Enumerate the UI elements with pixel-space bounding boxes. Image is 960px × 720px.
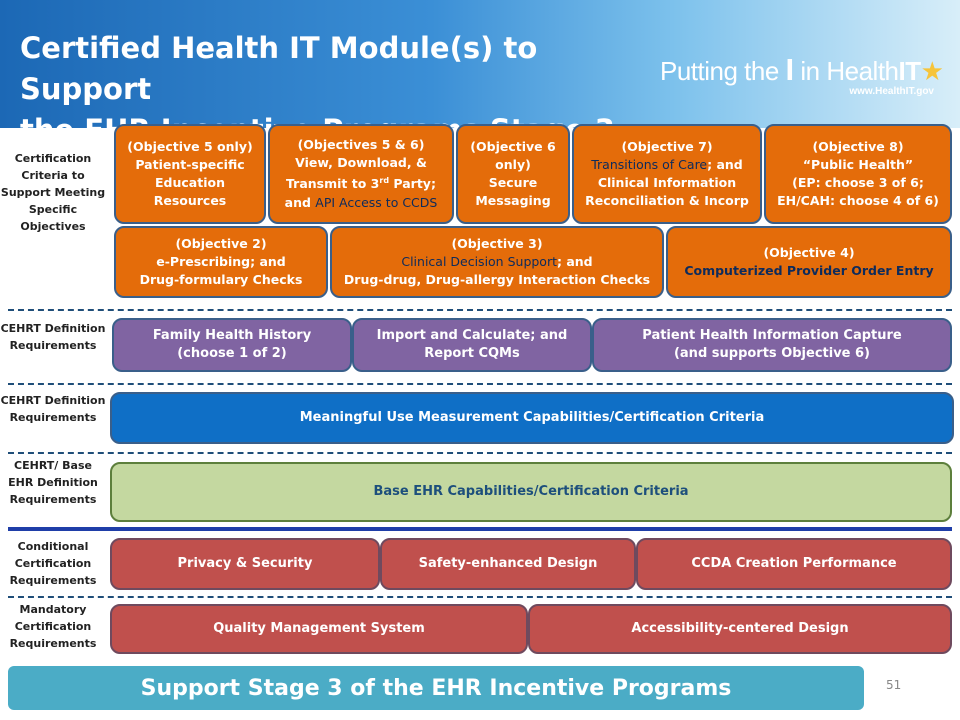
divider-dashed-3	[8, 452, 952, 454]
objective-2-line-3: Drug-formulary Checks	[139, 272, 303, 287]
objective-3-line-1: (Objective 3)	[451, 236, 543, 251]
logo-health: Health	[826, 56, 899, 86]
objectives-5-6-superscript: rd	[379, 176, 390, 186]
objectives-5-6-line-1: (Objectives 5 & 6)	[297, 137, 425, 153]
objective-5-line-2: Patient-specific	[135, 157, 245, 172]
objective-8-line-4: EH/CAH: choose 4 of 6)	[777, 193, 939, 208]
cqm-box: Import and Calculate; and Report CQMs	[352, 318, 592, 372]
patient-health-info-line-1: Patient Health Information Capture	[642, 328, 902, 343]
logo-prefix: Putting the	[660, 56, 786, 86]
objective-7-line-4: Reconciliation & Incorp	[585, 193, 749, 208]
divider-dashed-2	[8, 383, 952, 385]
mu-measurement-bar: Meaningful Use Measurement Capabilities/…	[110, 392, 954, 444]
quality-management-system-box: Quality Management System	[110, 604, 528, 654]
cqm-line-2: Report CQMs	[424, 346, 520, 361]
cpoe-highlight: Computerized Provider Order Entry	[684, 263, 934, 278]
accessibility-centered-design-box: Accessibility-centered Design	[528, 604, 952, 654]
objective-3-line-3: Drug-drug, Drug-allergy Interaction Chec…	[343, 272, 651, 287]
star-icon: ★	[920, 56, 944, 86]
objectives-5-6-line-3-text: Transmit to 3	[286, 176, 380, 192]
objective-3-box: (Objective 3) Clinical Decision Support;…	[330, 226, 664, 298]
objective-2-box: (Objective 2) e-Prescribing; and Drug-fo…	[114, 226, 328, 298]
objective-7-line-1: (Objective 7)	[621, 139, 713, 154]
objective-5-line-4: Resources	[153, 193, 227, 208]
clinical-decision-support-highlight: Clinical Decision Support	[401, 254, 557, 269]
api-access-highlight: API Access to CCDS	[315, 194, 438, 210]
objective-8-line-1: (Objective 8)	[812, 139, 904, 154]
family-health-history-box: Family Health History (choose 1 of 2)	[112, 318, 352, 372]
side-label-cehrt-definition-2: CEHRT Definition Requirements	[0, 394, 106, 424]
family-health-history-line-2: (choose 1 of 2)	[177, 346, 287, 361]
logo-text: Putting the I in HealthIT★	[660, 52, 950, 88]
objective-6-box: (Objective 6 only) Secure Messaging	[456, 124, 570, 224]
patient-health-info-capture-box: Patient Health Information Capture (and …	[592, 318, 952, 372]
divider-dashed-4	[8, 596, 952, 598]
side-label-mandatory: Mandatory Certification Requirements	[9, 603, 97, 650]
objective-7-line-3: Clinical Information	[597, 175, 737, 190]
ccda-creation-performance-box: CCDA Creation Performance	[636, 538, 952, 590]
objective-5-box: (Objective 5 only) Patient-specific Educ…	[114, 124, 266, 224]
objective-3-line-2: Clinical Decision Support; and	[344, 253, 650, 271]
objective-4-box: (Objective 4) Computerized Provider Orde…	[666, 226, 952, 298]
privacy-security-box: Privacy & Security	[110, 538, 380, 590]
logo-it: IT	[898, 56, 922, 86]
footer-banner: Support Stage 3 of the EHR Incentive Pro…	[8, 666, 864, 710]
objective-8-line-2: “Public Health”	[802, 157, 914, 172]
objectives-5-6-line-2: View, Download, &	[295, 155, 427, 171]
divider-solid	[8, 527, 952, 531]
logo-in: in	[793, 56, 827, 86]
transitions-of-care-highlight: Transitions of Care	[591, 157, 708, 172]
objective-7-line-2: Transitions of Care; and	[585, 156, 749, 174]
objective-6-line-2: only)	[495, 157, 531, 172]
safety-enhanced-design-box: Safety-enhanced Design	[380, 538, 636, 590]
objective-4-line-1: (Objective 4)	[763, 245, 855, 260]
side-label-conditional: Conditional Certification Requirements	[9, 540, 97, 587]
patient-health-info-line-2: (and supports Objective 6)	[673, 346, 871, 361]
divider-dashed-1	[8, 309, 952, 311]
side-label-certification-criteria: Certification Criteria to Support Meetin…	[0, 152, 106, 233]
objective-7-box: (Objective 7) Transitions of Care; and C…	[572, 124, 762, 224]
objective-6-line-4: Messaging	[475, 193, 551, 208]
objectives-5-6-line-3: Transmit to 3rd Party;	[285, 172, 438, 193]
logo-url: www.HealthIT.gov	[849, 86, 934, 97]
objective-5-line-3: Education	[155, 175, 225, 190]
objectives-5-6-line-4-prefix: and	[284, 194, 316, 210]
objective-6-line-1: (Objective 6	[470, 139, 556, 154]
logo-i: I	[785, 52, 795, 87]
objectives-5-6-line-4: and API Access to CCDS	[285, 194, 438, 212]
objective-8-box: (Objective 8) “Public Health” (EP: choos…	[764, 124, 952, 224]
objective-2-line-2: e-Prescribing; and	[156, 254, 286, 269]
title-line-1: Certified Health IT Module(s) to Support	[20, 31, 538, 106]
header-banner: Certified Health IT Module(s) to Support…	[0, 0, 960, 147]
base-ehr-bar: Base EHR Capabilities/Certification Crit…	[110, 462, 952, 522]
objectives-5-6-box: (Objectives 5 & 6) View, Download, & Tra…	[268, 124, 454, 224]
healthit-logo: Putting the I in HealthIT★ www.HealthIT.…	[660, 52, 950, 102]
side-label-cehrt-definition-1: CEHRT Definition Requirements	[0, 322, 106, 352]
objective-5-line-1: (Objective 5 only)	[127, 139, 253, 154]
objectives-5-6-line-3-suffix: Party;	[389, 176, 436, 192]
objective-2-line-1: (Objective 2)	[175, 236, 267, 251]
objective-3-line-2-suffix: ; and	[557, 254, 593, 269]
side-label-cehrt-base-ehr: CEHRT/ Base EHR Definition Requirements	[8, 459, 98, 506]
family-health-history-line-1: Family Health History	[152, 328, 312, 343]
objective-7-line-2-suffix: ; and	[707, 157, 743, 172]
objective-8-line-3: (EP: choose 3 of 6;	[792, 175, 924, 190]
cqm-line-1: Import and Calculate; and	[376, 328, 568, 343]
page-number: 51	[886, 678, 902, 692]
objective-6-line-3: Secure	[488, 175, 538, 190]
